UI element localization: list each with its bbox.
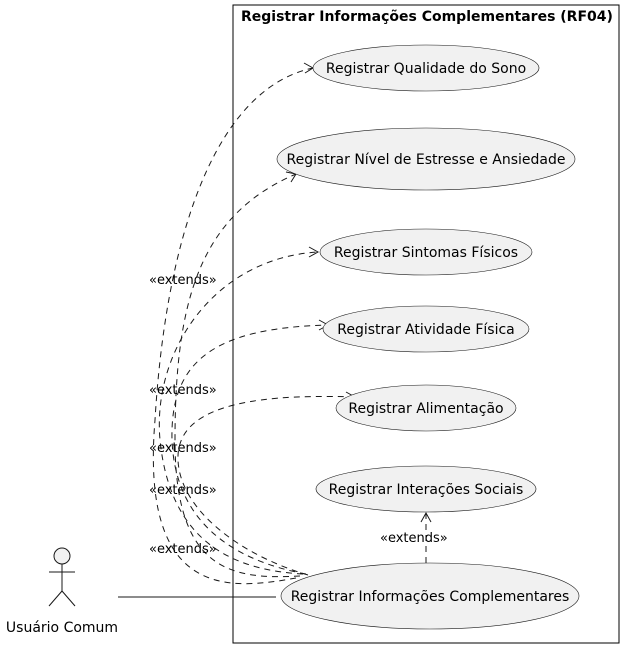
actor-left-leg [48,590,63,607]
use-case-label: Registrar Informações Complementares [291,589,570,605]
actor-usuario-comum: Usuário Comum [6,547,118,636]
actor-right-leg [61,590,76,607]
use-case-label: Registrar Sintomas Físicos [334,245,518,261]
use-case-atividade: Registrar Atividade Física [322,305,530,353]
arrowhead-interacoes [420,511,432,523]
package-title: Registrar Informações Complementares (RF… [241,9,613,25]
extends-label: «extends» [149,483,217,498]
extends-line-alimentacao [177,395,356,576]
actor-label: Usuário Comum [6,620,118,636]
extends-label: «extends» [149,383,217,398]
use-case-sintomas: Registrar Sintomas Físicos [319,228,533,276]
actor-head [53,547,71,565]
use-case-label: Registrar Qualidade do Sono [326,61,526,77]
use-case-estresse: Registrar Nível de Estresse e Ansiedade [276,127,576,191]
use-case-main: Registrar Informações Complementares [280,562,580,630]
use-case-sono: Registrar Qualidade do Sono [312,44,540,92]
extends-label: «extends» [149,441,217,456]
use-case-label: Registrar Atividade Física [337,322,515,338]
package-boundary [232,4,620,644]
extends-line-estresse [174,173,301,578]
arrowhead-sintomas [308,246,320,258]
extends-label: «extends» [380,531,448,546]
extends-label: «extends» [149,273,217,288]
extends-line-sono [152,67,314,585]
use-case-label: Registrar Nível de Estresse e Ansiedade [287,152,566,168]
use-case-label: Registrar Alimentação [348,401,503,417]
extends-label: «extends» [149,542,217,557]
use-case-label: Registrar Interações Sociais [329,482,524,498]
use-case-alimentacao: Registrar Alimentação [335,384,517,432]
use-case-interacoes: Registrar Interações Sociais [315,465,537,513]
extends-line-atividade [171,324,329,575]
extends-line-sintomas [158,251,319,575]
